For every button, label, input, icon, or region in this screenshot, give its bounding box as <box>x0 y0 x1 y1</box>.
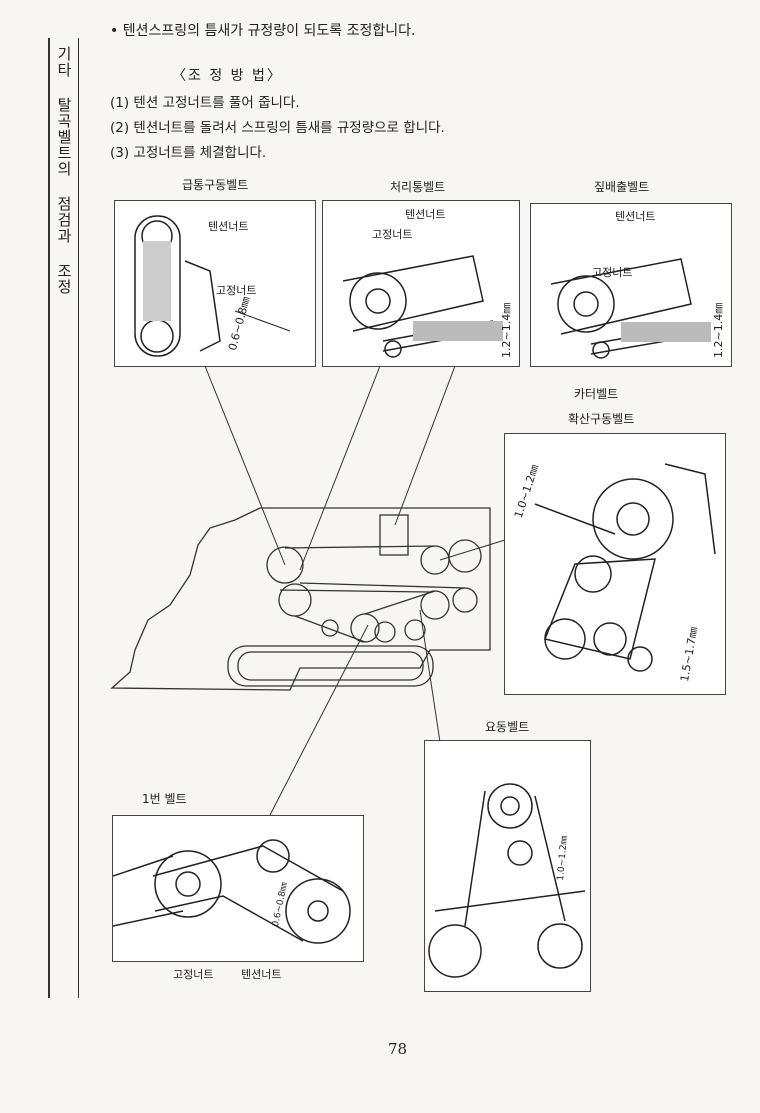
leader-lines <box>204 365 506 816</box>
page-number: 78 <box>388 1040 408 1058</box>
shake-belt-illustration <box>428 783 586 978</box>
first-belt-lock-nut-label: 고정너트 <box>173 968 214 981</box>
processing-belt-gap: 1.2~1.4㎜ <box>500 302 513 358</box>
photo-straw-belt <box>530 203 732 367</box>
cutter-belt-illustration <box>534 463 716 672</box>
feed-belt-illustration <box>134 215 291 357</box>
step-1: (1) 텐션 고정너트를 풀어 줍니다. <box>110 95 300 111</box>
feed-belt-lock-nut-label: 고정너트 <box>216 284 257 297</box>
method-heading: 〈조 정 방 법〉 <box>172 68 283 84</box>
first-belt-tension-nut-label: 텐션너트 <box>241 968 282 981</box>
processing-belt-illustration <box>342 255 503 358</box>
figure-title-processing-belt: 처리통벨트 <box>390 180 446 194</box>
processing-belt-lock-nut-label: 고정너트 <box>372 228 413 241</box>
photo-first-belt <box>112 815 364 962</box>
photo-processing-belt <box>322 200 520 367</box>
figure-title-straw-belt: 짚배출벨트 <box>594 180 650 194</box>
feed-belt-tension-nut-label: 텐션너트 <box>208 220 249 233</box>
step-3: (3) 고정너트를 체결합니다. <box>110 145 267 161</box>
straw-belt-tension-nut-label: 텐션너트 <box>615 210 656 223</box>
side-tab <box>48 38 79 998</box>
section-title: 기타 탈곡벨트의 점검과 조정 <box>55 46 73 295</box>
step-2: (2) 텐션너트를 돌려서 스프링의 틈새를 규정량으로 합니다. <box>110 120 445 136</box>
figure-title-first-belt: 1번 벨트 <box>142 792 187 806</box>
photo-feed-belt <box>114 200 316 367</box>
photo-cutter-belt <box>504 433 726 695</box>
intro-bullet: • 텐션스프링의 틈새가 규정량이 되도록 조정합니다. <box>110 23 416 39</box>
processing-belt-tension-nut-label: 텐션너트 <box>405 208 446 221</box>
figure-title-cutter-belt: 카터벨트 <box>574 387 619 401</box>
straw-belt-lock-nut-label: 고정너트 <box>592 266 633 279</box>
photo-shake-belt <box>424 740 591 992</box>
straw-belt-illustration <box>550 258 711 359</box>
figure-subtitle-spread-belt: 확산구동벨트 <box>568 412 635 426</box>
figure-title-feed-belt: 급통구동벨트 <box>182 178 249 192</box>
first-belt-illustration <box>113 839 351 944</box>
figure-title-shake-belt: 요동벨트 <box>485 720 530 734</box>
straw-belt-gap: 1.2~1.4㎜ <box>712 302 725 358</box>
combine-silhouette <box>110 507 491 691</box>
